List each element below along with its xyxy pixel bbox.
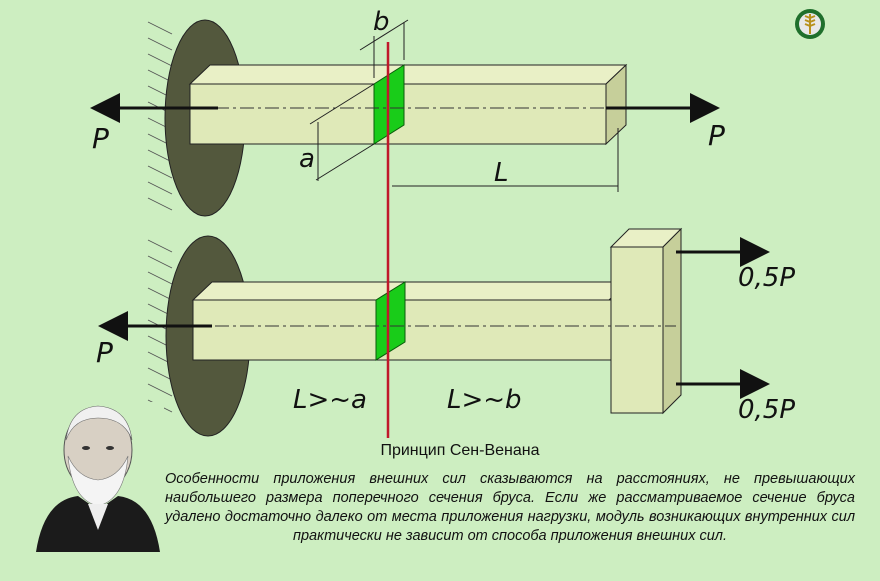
portrait-image — [32, 402, 164, 552]
bottom-force-left-label: P — [96, 336, 113, 369]
caption-text: Особенности приложения внешних сил сказы… — [165, 471, 855, 544]
bottom-figure: P 0,5P 0,5P L>~a L>~b — [96, 227, 795, 437]
end-plate — [609, 227, 683, 415]
bottom-force-top-label: 0,5P — [738, 263, 795, 293]
cond-right-label: L>~b — [447, 385, 522, 415]
dim-L-label: L — [494, 158, 509, 188]
bottom-force-bottom-label: 0,5P — [738, 395, 795, 425]
cond-left-label: L>~a — [293, 385, 367, 415]
dim-a-label: a — [299, 144, 315, 174]
wheat-emblem-icon — [792, 6, 828, 42]
dim-a — [309, 83, 375, 181]
bottom-section — [375, 281, 406, 361]
caption-title: Принцип Сен-Венана — [380, 442, 540, 459]
dim-b — [359, 19, 409, 78]
top-beam — [188, 63, 628, 146]
dim-b-label: b — [373, 7, 390, 37]
top-force-left-label: P — [92, 122, 109, 155]
top-figure: P P b a L — [90, 7, 725, 217]
top-force-right-label: P — [708, 119, 725, 152]
bottom-beam — [191, 281, 630, 361]
dim-L — [392, 128, 619, 192]
